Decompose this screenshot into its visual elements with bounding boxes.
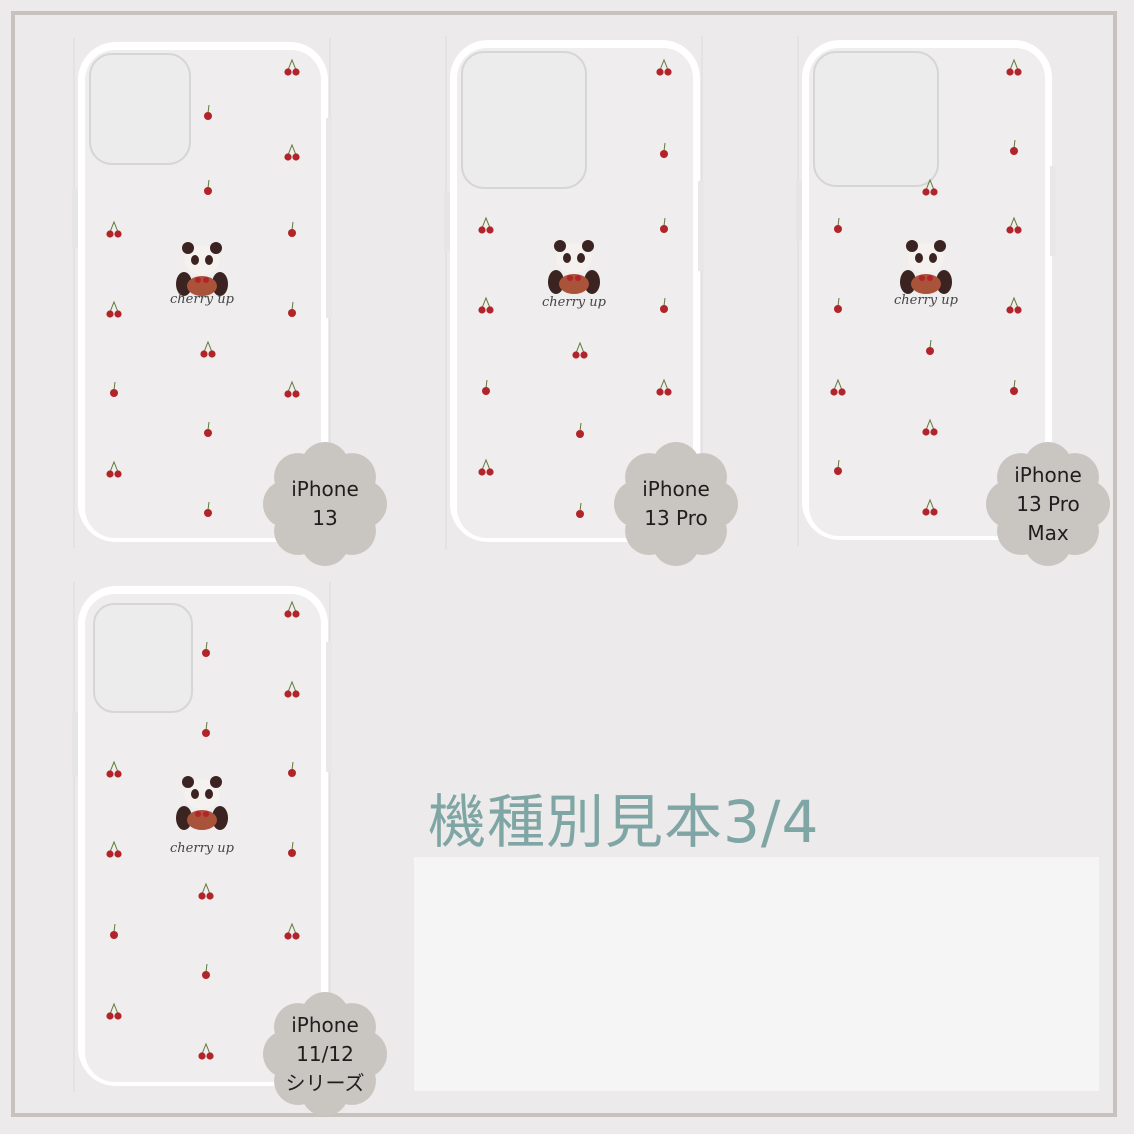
cherry-icon <box>198 882 214 900</box>
cherry-icon <box>204 179 212 195</box>
flower-badge-icon <box>263 442 387 566</box>
cherry-icon <box>576 502 584 518</box>
cherry-icon <box>576 422 584 438</box>
model-badge-iphone-13-pro-max: iPhone 13 Pro Max <box>984 440 1112 568</box>
cherry-icon <box>656 58 672 76</box>
panda-icon <box>548 240 600 294</box>
cherry-icon <box>922 418 938 436</box>
cherry-icon <box>1006 296 1022 314</box>
cherry-icon <box>1010 139 1018 155</box>
flower-badge-icon <box>263 992 387 1116</box>
model-badge-iphone-11-12: iPhone 11/12 シリーズ <box>261 990 389 1118</box>
cherry-icon <box>834 217 842 233</box>
cherry-icon <box>834 297 842 313</box>
cherry-icon <box>478 458 494 476</box>
panda-icon <box>176 776 228 830</box>
cherry-icon <box>830 378 846 396</box>
cherry-pattern <box>478 58 672 518</box>
cherry-icon <box>202 641 210 657</box>
cherry-icon <box>202 963 210 979</box>
phone-case-iphone-13-pro-max: cherry up <box>796 36 1058 548</box>
case-outline <box>72 582 332 1092</box>
cherry-icon <box>200 340 216 358</box>
phone-case-iphone-13: cherry up <box>72 38 334 550</box>
phone-case-iphone-13-pro: cherry up <box>444 36 706 552</box>
cherry-icon <box>204 104 212 120</box>
cherry-icon <box>660 217 668 233</box>
model-badge-iphone-13-pro: iPhone 13 Pro <box>612 440 740 568</box>
cherry-icon <box>482 379 490 395</box>
cherry-icon <box>198 1042 214 1060</box>
model-badge-iphone-13: iPhone 13 <box>261 440 389 568</box>
cherry-icon <box>284 58 300 76</box>
flower-badge-icon <box>614 442 738 566</box>
model-label: iPhone 11/12 シリーズ <box>285 1012 365 1095</box>
cherry-icon <box>834 459 842 475</box>
cherry-icon <box>284 143 300 161</box>
cherry-icon <box>660 297 668 313</box>
cherry-icon <box>572 341 588 359</box>
cherry-icon <box>922 498 938 516</box>
cherry-icon <box>478 296 494 314</box>
panda-icon <box>176 242 228 296</box>
case-caption: cherry up <box>170 841 235 856</box>
cherry-icon <box>1006 216 1022 234</box>
page-title: 機種別見本3/4 <box>428 788 820 856</box>
cherry-pattern <box>106 600 300 1060</box>
cherry-icon <box>284 680 300 698</box>
outer-border <box>11 11 1117 1117</box>
panda-icon <box>900 240 952 294</box>
case-caption: cherry up <box>170 292 235 307</box>
cherry-icon <box>926 339 934 355</box>
cherry-icon <box>288 761 296 777</box>
cherry-icon <box>204 421 212 437</box>
note-box <box>414 857 1099 1091</box>
cherry-icon <box>288 221 296 237</box>
cherry-icon <box>204 501 212 517</box>
cherry-icon <box>106 1002 122 1020</box>
cherry-icon <box>106 220 122 238</box>
cherry-icon <box>110 923 118 939</box>
cherry-icon <box>1010 379 1018 395</box>
cherry-icon <box>1006 58 1022 76</box>
cherry-icon <box>202 721 210 737</box>
phone-case-iphone-11-12: cherry up <box>72 582 334 1094</box>
cherry-icon <box>106 460 122 478</box>
cherry-icon <box>284 600 300 618</box>
cherry-icon <box>110 381 118 397</box>
cherry-icon <box>288 301 296 317</box>
flower-badge-icon <box>986 442 1110 566</box>
cherry-icon <box>106 840 122 858</box>
cherry-icon <box>922 178 938 196</box>
model-label: iPhone 13 Pro Max <box>1014 462 1082 545</box>
cherry-icon <box>106 760 122 778</box>
model-label: iPhone 13 Pro <box>642 477 710 530</box>
model-label: iPhone 13 <box>291 477 359 530</box>
cherry-pattern <box>106 58 300 517</box>
cherry-icon <box>288 841 296 857</box>
case-caption: cherry up <box>542 295 607 310</box>
cherry-icon <box>478 216 494 234</box>
cherry-icon <box>284 380 300 398</box>
cherry-icon <box>284 922 300 940</box>
cherry-icon <box>106 300 122 318</box>
cherry-icon <box>660 142 668 158</box>
case-caption: cherry up <box>894 293 959 308</box>
cherry-pattern <box>830 58 1022 516</box>
cherry-icon <box>656 378 672 396</box>
